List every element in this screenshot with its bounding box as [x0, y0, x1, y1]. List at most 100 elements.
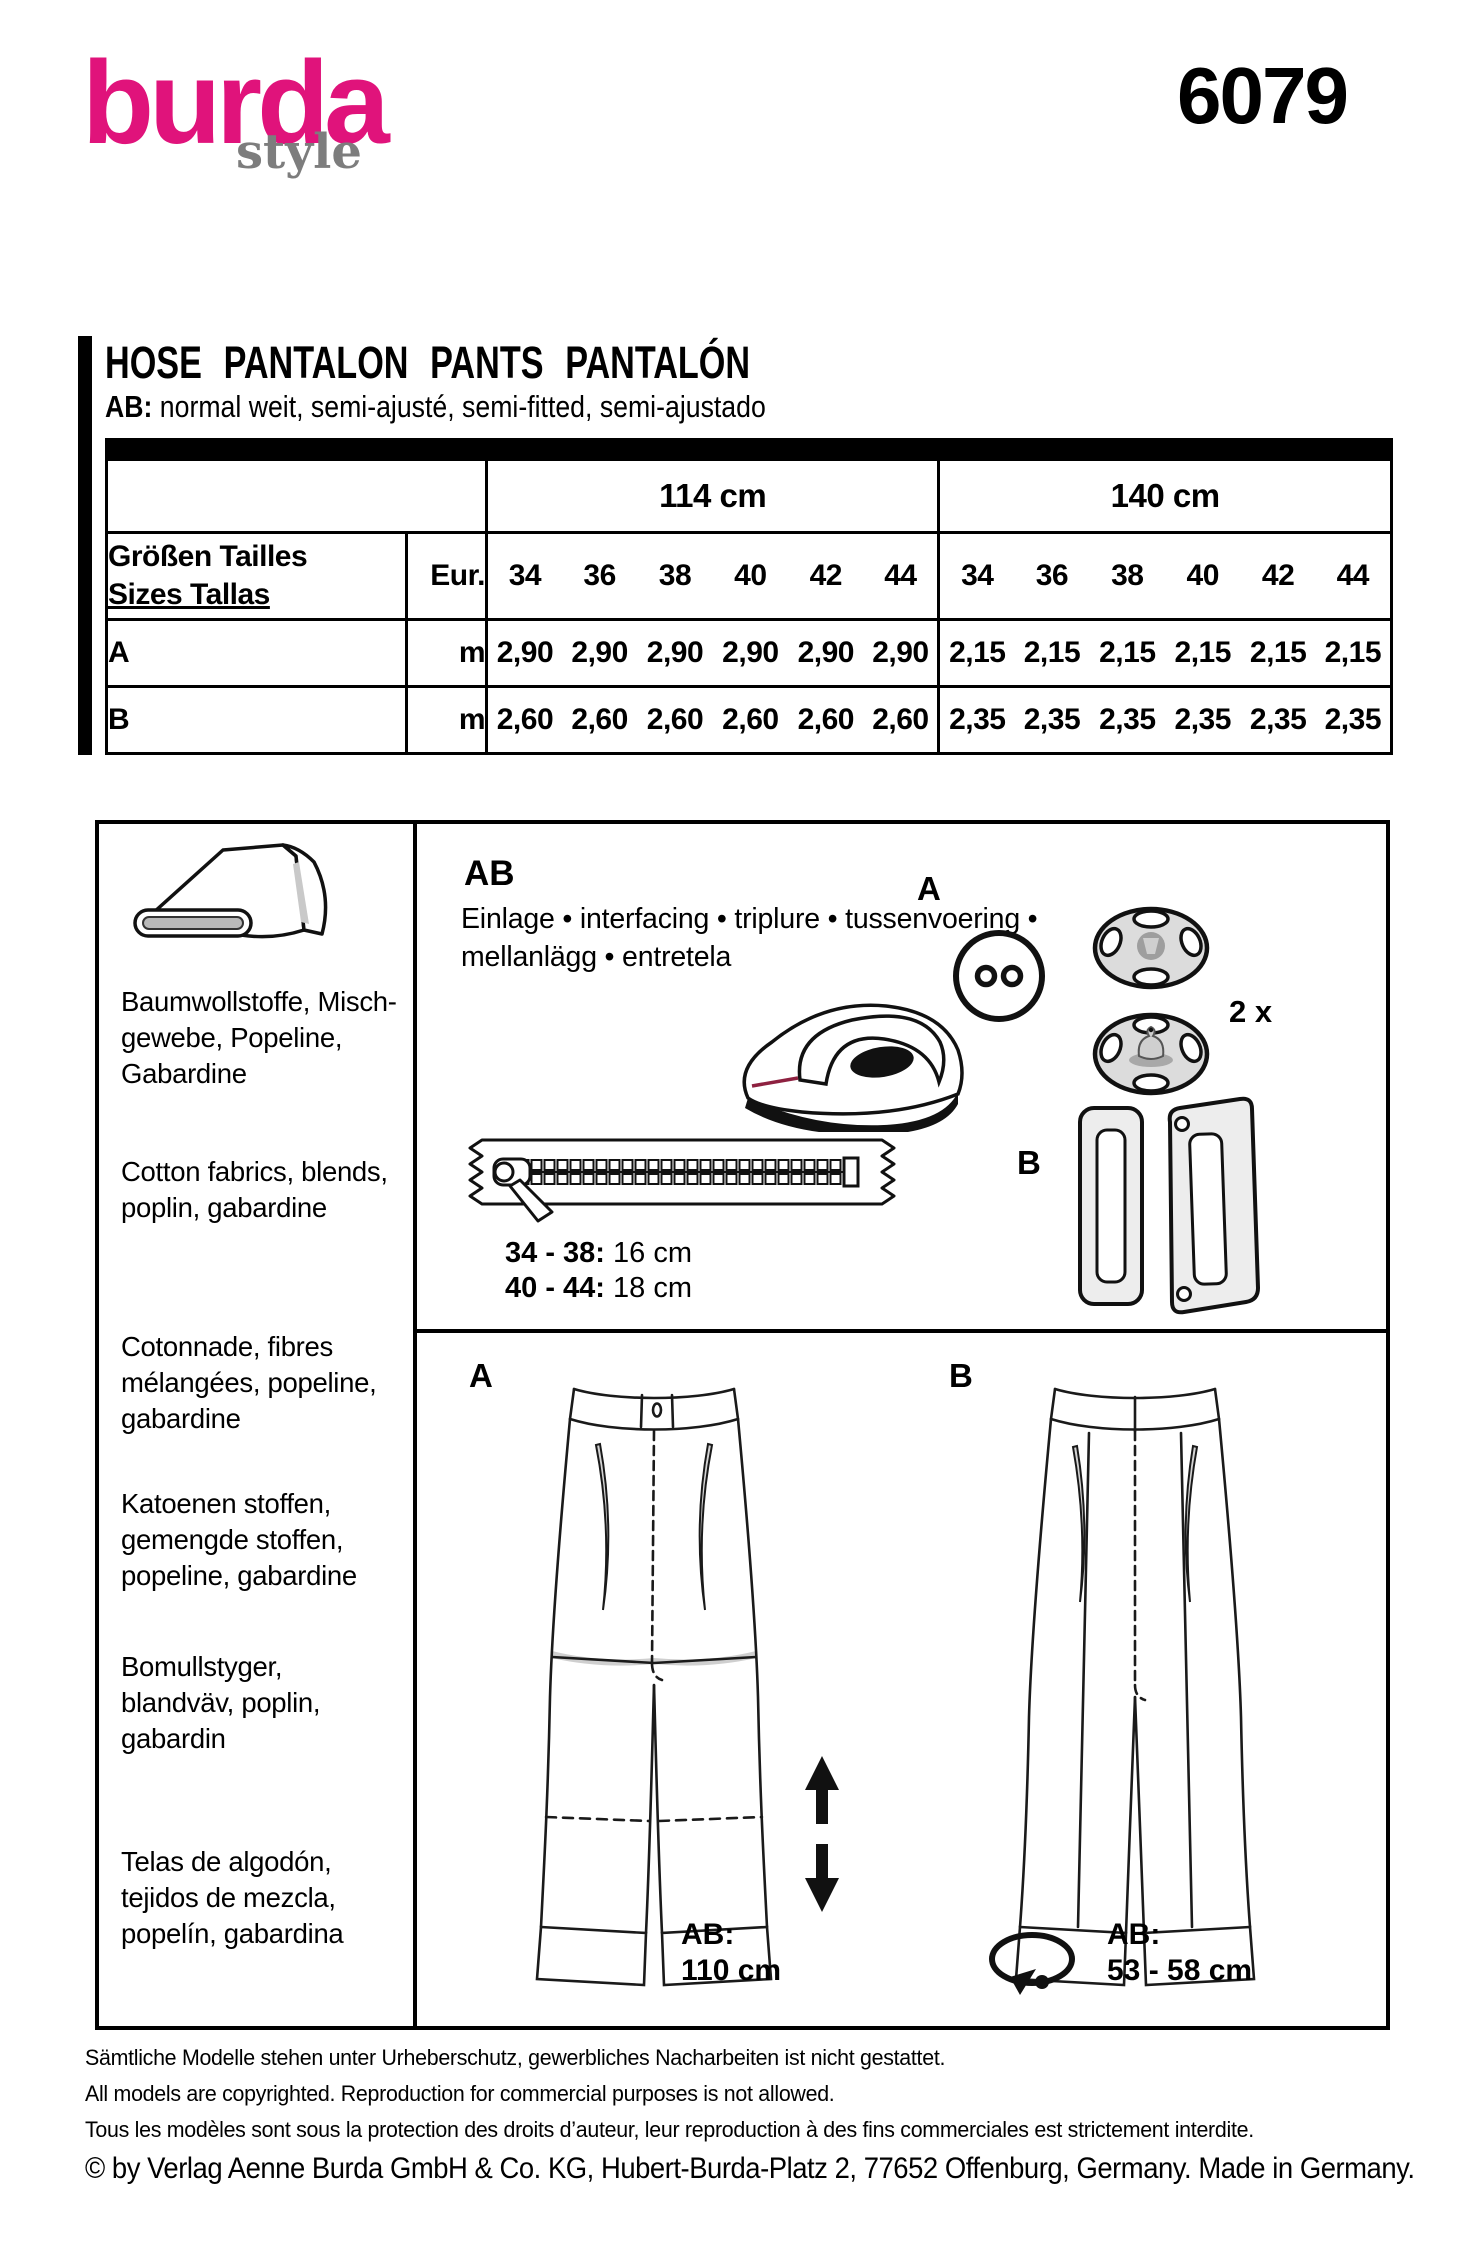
fabric-text-french: Cotonnade, fibres mélangées, popeline, g… [121, 1331, 377, 1434]
yardage-cell: 2,60 [571, 702, 628, 736]
zipper-icon [468, 1138, 896, 1223]
size-cell: 38 [1089, 532, 1166, 621]
content-box: Baumwollstoffe, Misch-gewebe, Popeline, … [95, 820, 1390, 2030]
yardage-cell: 2,15 [1315, 619, 1392, 688]
snap-fasteners-icon [1092, 906, 1210, 1096]
snap-count: 2 x [1229, 994, 1273, 1029]
waist-note-value: 53 - 58 cm [1107, 1954, 1253, 1987]
yardage-cell: 2,35 [1324, 702, 1382, 736]
size-cell: 38 [637, 532, 713, 621]
zipper-size-range-1: 34 - 38: [505, 1237, 605, 1269]
yardage-cell: 2,90 [486, 619, 562, 688]
pattern-number: 6079 [1177, 51, 1349, 140]
view-b-drawing-label: B [949, 1357, 973, 1394]
width-140-header: 140 cm [938, 460, 1392, 534]
fabric-text-swedish: Bomullstyger, blandväv, poplin, gabardin [121, 1651, 321, 1754]
view-b-notions-label: B [1017, 1144, 1041, 1181]
yardage-cell: 2,90 [637, 619, 713, 688]
yardage-cell: 2,90 [561, 619, 638, 688]
size-cell: 44 [1315, 532, 1392, 621]
waist-measure-icon [989, 1932, 1075, 1995]
copyright-line-french: Tous les modèles sont sous la protection… [85, 2117, 1254, 2142]
size-cell: 44 [863, 532, 941, 621]
style-logo: style [236, 124, 362, 180]
zipper-length-1: 16 cm [604, 1237, 692, 1269]
view-a-drawing-label: A [469, 1357, 493, 1394]
fabric-text-spanish: Telas de algodón, tejidos de mezcla, pop… [121, 1846, 344, 1949]
width-114-header: 114 cm [486, 460, 941, 534]
burda-logo: burda [82, 37, 390, 169]
size-cell: 42 [1240, 532, 1316, 621]
size-cell: 36 [1014, 532, 1090, 621]
yardage-cell: 2,35 [1249, 702, 1307, 736]
yardage-cell: 2,15 [1165, 619, 1241, 688]
yardage-cell: 2,15 [1014, 619, 1090, 688]
copyright-line-german: Sämtliche Modelle stehen unter Urhebersc… [85, 2045, 946, 2070]
waist-note-label: AB: [1107, 1918, 1161, 1951]
size-cell: 40 [1165, 532, 1241, 621]
title-block: HOSE PANTALON PANTS PANTALÓN AB: normal … [78, 336, 1404, 755]
length-note-label: AB: [681, 1918, 735, 1951]
interfacing-text: Einlage • interfacing • triplure • tusse… [461, 903, 1038, 973]
zipper-size-range-2: 40 - 44: [505, 1272, 605, 1304]
length-note-value: 110 cm [681, 1954, 782, 1987]
size-cell: 42 [788, 532, 864, 621]
view-label-cell: A [106, 619, 408, 688]
zipper-length-note: 34 - 38: 16 cm 40 - 44: 18 cm [505, 1236, 692, 1306]
size-cell: 34 [938, 532, 1015, 621]
unit-cell: m [406, 619, 488, 688]
fit-description: AB: normal weit, semi-ajusté, semi-fitte… [105, 388, 766, 424]
fabric-text-dutch: Katoenen stoffen, gemengde stoffen, pope… [121, 1488, 357, 1591]
yardage-cell: 2,90 [788, 619, 864, 688]
fabric-panel: Baumwollstoffe, Misch-gewebe, Popeline, … [99, 824, 417, 2026]
table-row-view-a: A m 2,90 2,90 2,90 2,90 2,90 2,90 2,15 2… [106, 619, 1392, 688]
size-cell: 40 [712, 532, 789, 621]
pants-a-drawing [535, 1387, 773, 1987]
yardage-cell: 2,15 [1089, 619, 1166, 688]
length-arrow-icon [805, 1756, 839, 1912]
zipper-length-2: 18 cm [604, 1272, 692, 1304]
yardage-cell: 2,90 [712, 619, 789, 688]
fabric-bolt-icon [133, 843, 328, 939]
unit-cell: m [406, 686, 488, 754]
fit-text: normal weit, semi-ajusté, semi-fitted, s… [152, 388, 766, 424]
yardage-cell: 2,15 [938, 619, 1015, 688]
waist-note: AB: 53 - 58 cm [1107, 1917, 1252, 1989]
fabric-width-header-row: 114 cm 140 cm [106, 460, 1392, 534]
notions-panel: AB Einlage • interfacing • triplure • tu… [417, 824, 1386, 1333]
size-cell: 36 [561, 532, 638, 621]
page-title: HOSE PANTALON PANTS PANTALÓN [105, 337, 751, 388]
table-row-view-b: B m 2,60 2,60 2,60 2,60 2,60 2,60 2,35 2… [106, 686, 1392, 754]
yardage-cell: 2,60 [863, 686, 941, 754]
views-panel: A B [417, 1333, 1386, 2026]
copyright-line-publisher: © by Verlag Aenne Burda GmbH & Co. KG, H… [85, 2152, 1415, 2185]
pants-b-drawing [1014, 1387, 1256, 1987]
view-label-cell: B [106, 686, 408, 754]
table-top-band [106, 439, 1392, 461]
notions-group-label: AB [464, 854, 515, 893]
yardage-cell: 2,35 [1023, 702, 1081, 736]
yardage-cell: 2,60 [722, 702, 779, 736]
yardage-cell: 2,60 [496, 702, 554, 736]
length-note: AB: 110 cm [681, 1917, 781, 1989]
copyright-line-english: All models are copyrighted. Reproduction… [85, 2081, 835, 2106]
iron-icon [742, 1003, 964, 1132]
fabric-text-english: Cotton fabrics, blends, poplin, gabardin… [121, 1156, 388, 1223]
fit-label: AB: [105, 388, 153, 424]
yardage-cell: 2,60 [646, 702, 704, 736]
eur-header: Eur. [406, 532, 488, 621]
hook-bar-closure-icon [1078, 1096, 1260, 1315]
yardage-cell: 2,35 [1174, 702, 1232, 736]
view-a-notions-label: A [917, 870, 941, 907]
copyright-footer: Sämtliche Modelle stehen unter Urhebersc… [85, 2040, 1425, 2189]
yardage-cell: 2,35 [1099, 702, 1156, 736]
yardage-cell: 2,35 [949, 702, 1006, 736]
yardage-cell: 2,90 [863, 619, 941, 688]
yardage-cell: 2,60 [797, 702, 855, 736]
button-icon [953, 930, 1045, 1022]
fabric-text-german: Baumwollstoffe, Misch-gewebe, Popeline, … [121, 986, 397, 1089]
